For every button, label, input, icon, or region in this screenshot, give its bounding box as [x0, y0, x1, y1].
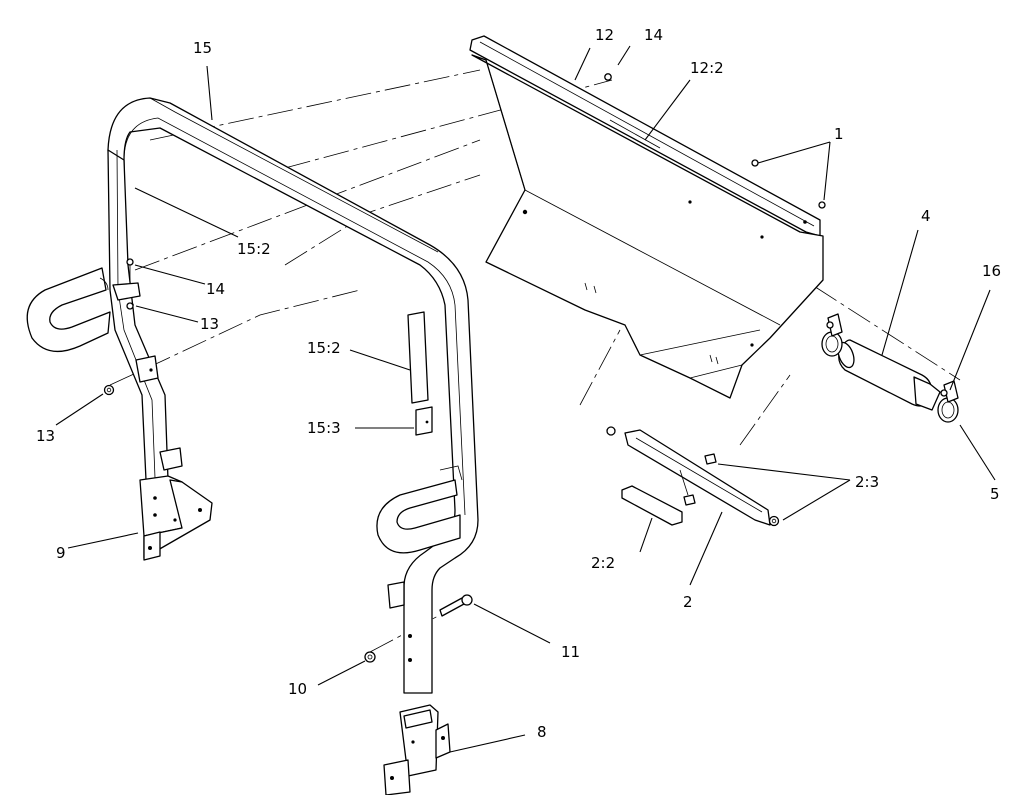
callout-5: 5: [990, 485, 1000, 503]
callout-4: 4: [921, 207, 931, 225]
callout-1: 1: [834, 125, 844, 143]
leader-lines: [55, 45, 996, 753]
rear-panel: [469, 35, 824, 399]
callout-10: 10: [288, 680, 307, 698]
callout-14-left: 14: [206, 280, 225, 298]
rod-assembly: [606, 426, 780, 527]
callout-12-2: 12:2: [690, 59, 724, 77]
callout-15-3: 15:3: [307, 419, 341, 437]
left-mount-bracket: [139, 475, 213, 561]
screws-1: [751, 159, 826, 209]
bolt-11: [439, 594, 473, 617]
nut-10: [364, 651, 376, 663]
callout-11: 11: [561, 643, 580, 661]
clamp-left: [821, 313, 843, 357]
right-mount-bracket: [383, 704, 451, 795]
callout-labels: 15 12 14 12:2 1 4 16 5 15:2 14 13 13 9 1…: [36, 26, 1001, 741]
callout-2-2: 2:2: [591, 554, 615, 572]
callout-2: 2: [683, 593, 693, 611]
callout-2-3: 2:3: [855, 473, 879, 491]
callout-8: 8: [537, 723, 547, 741]
callout-15-2-left: 15:2: [237, 240, 271, 258]
left-fasteners: [103, 258, 134, 396]
callout-13-upper: 13: [200, 315, 219, 333]
callout-16: 16: [982, 262, 1001, 280]
callout-15-2-right: 15:2: [307, 339, 341, 357]
roll-bar-frame: [26, 97, 479, 694]
cylinder: [837, 339, 941, 411]
spacer-bar: [621, 485, 683, 526]
callout-9: 9: [56, 544, 66, 562]
callout-12: 12: [595, 26, 614, 44]
callout-14-top: 14: [644, 26, 663, 44]
screw-upper: [604, 73, 612, 81]
clamp-right: [937, 380, 959, 423]
callout-15: 15: [193, 39, 212, 57]
callout-13-lower: 13: [36, 427, 55, 445]
